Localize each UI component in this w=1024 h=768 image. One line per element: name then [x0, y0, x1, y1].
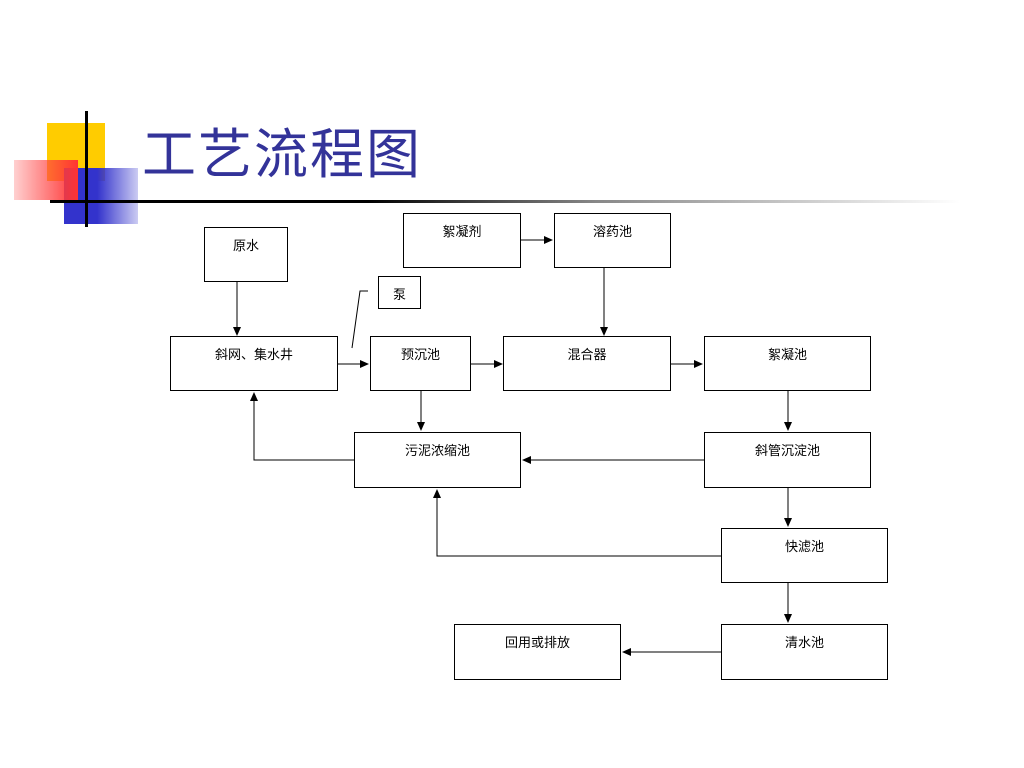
- node-raw-water: 原水: [204, 227, 288, 282]
- pump-callout-line: [351, 290, 368, 349]
- node-clear-water-tank: 清水池: [721, 624, 888, 680]
- node-sludge-thickener: 污泥浓缩池: [354, 432, 521, 488]
- node-mixer: 混合器: [503, 336, 671, 391]
- arrow-filter-to-sludge: [433, 489, 721, 557]
- arrow-sludge-to-screen: [250, 392, 354, 461]
- vertical-rule: [85, 111, 88, 227]
- red-square: [14, 160, 78, 200]
- node-rapid-filter: 快滤池: [721, 528, 888, 583]
- node-screen-well: 斜网、集水井: [170, 336, 338, 391]
- horizontal-rule: [50, 200, 960, 203]
- node-reuse-or-discharge: 回用或排放: [454, 624, 621, 680]
- node-flocculant: 絮凝剂: [403, 213, 521, 268]
- node-flocculation-tank: 絮凝池: [704, 336, 871, 391]
- node-pump: 泵: [378, 276, 421, 309]
- node-pre-sedimentation: 预沉池: [370, 336, 471, 391]
- slide-title: 工艺流程图: [142, 123, 422, 186]
- node-inclined-tube-settler: 斜管沉淀池: [704, 432, 871, 488]
- node-dosing-tank: 溶药池: [554, 213, 671, 268]
